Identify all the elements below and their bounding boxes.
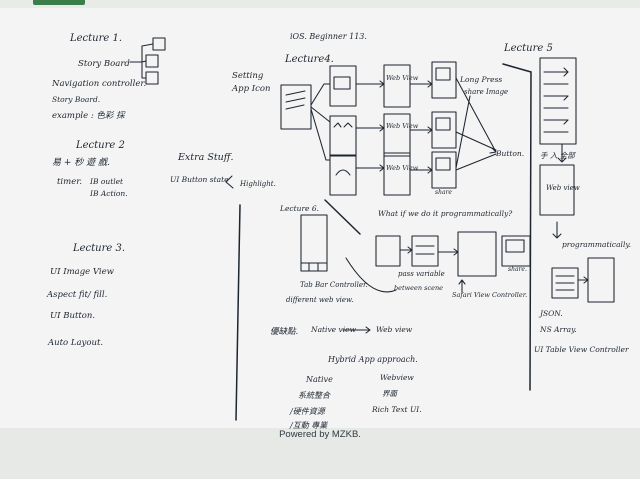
lecture4-share2: share bbox=[435, 189, 452, 196]
lecture3-item2: Aspect fit/ fill. bbox=[46, 290, 107, 300]
lecture1-title: Lecture 1. bbox=[69, 33, 122, 44]
lecture5-nsarray: NS Array. bbox=[539, 325, 577, 334]
lecture4-webview3: Web View bbox=[386, 164, 419, 172]
extra-state: UI Button state bbox=[170, 175, 229, 184]
lecture6-title: Lecture 6. bbox=[279, 204, 319, 213]
lecture5-tableview: UI Table View Controller bbox=[534, 345, 629, 354]
lecture6-safari: Safari View Controller. bbox=[452, 291, 527, 299]
lecture4-title: Lecture4. bbox=[284, 54, 334, 65]
lecture5-json: JSON. bbox=[538, 309, 563, 318]
lecture1-storyboard2: Story Board. bbox=[52, 95, 100, 104]
lecture5-title: Lecture 5 bbox=[503, 43, 553, 54]
extra-title: Extra Stuff. bbox=[177, 152, 234, 163]
separator-left bbox=[236, 205, 240, 420]
lecture2-title: Lecture 2 bbox=[75, 140, 125, 151]
lecture4-webview1: Web View bbox=[386, 74, 419, 82]
lecture6-different: different web view. bbox=[286, 296, 353, 304]
separator-right bbox=[503, 64, 531, 390]
lecture4-appicon: App Icon bbox=[231, 84, 270, 94]
footer-credit: Powered by MZKB. bbox=[0, 429, 640, 440]
hybrid-sys: 系統整合 bbox=[298, 391, 331, 400]
lecture4-webview2: Web View bbox=[386, 122, 419, 130]
hybrid-webview2: Webview bbox=[380, 373, 414, 382]
hybrid-web: Web view bbox=[376, 325, 413, 334]
hybrid-rich: Rich Text UI. bbox=[371, 405, 422, 414]
lecture1-nav: Navigation controller. bbox=[51, 79, 146, 89]
hybrid-title: Hybrid App approach. bbox=[327, 355, 418, 364]
lecture5-programmatically: programmatically. bbox=[562, 240, 631, 249]
lecture5-import: 手 入 全部 bbox=[540, 151, 576, 160]
lecture2-outlet: IB outlet bbox=[89, 177, 124, 186]
lecture4-header: iOS. Beginner 113. bbox=[290, 32, 367, 41]
hybrid-hw: /硬件資源 bbox=[289, 407, 327, 416]
lecture6-tabbar: Tab Bar Controller. bbox=[300, 281, 368, 289]
lecture2-timer: timer. bbox=[57, 177, 82, 187]
lecture3-item3: UI Button. bbox=[50, 311, 95, 321]
hybrid-ui: 界面 bbox=[382, 389, 398, 398]
lecture6-between: between scene bbox=[394, 284, 443, 292]
lecture5-diagram bbox=[540, 58, 614, 302]
lecture4-button: Button. bbox=[495, 149, 524, 158]
lecture2-line1: 易 + 秒 遊 戲. bbox=[52, 157, 110, 168]
storyboard-diagram bbox=[130, 38, 165, 84]
lecture3-item4: Auto Layout. bbox=[47, 338, 103, 348]
lecture3-title: Lecture 3. bbox=[72, 243, 125, 254]
lecture4-setting: Setting bbox=[232, 71, 264, 81]
lecture1-storyboard: Story Board bbox=[78, 59, 130, 69]
extra-highlight: Highlight. bbox=[239, 180, 276, 188]
hybrid-native2: Native bbox=[305, 375, 333, 384]
lecture6-share: share. bbox=[508, 266, 527, 273]
separator-diagonal bbox=[325, 200, 360, 234]
lecture6-pass: pass variable bbox=[398, 270, 445, 278]
lecture4-share: share Image bbox=[464, 88, 508, 96]
lecture2-action: IB Action. bbox=[89, 189, 128, 198]
lecture3-item1: UI Image View bbox=[50, 267, 115, 277]
lecture5-webview: Web view bbox=[546, 184, 580, 192]
lecture4-longpress: Long Press bbox=[459, 75, 502, 84]
lecture1-example: example : 色彩 採 bbox=[52, 110, 126, 121]
hybrid-compare: 優缺點. bbox=[270, 326, 298, 337]
lecture6-question: What if we do it programmatically? bbox=[378, 209, 513, 218]
